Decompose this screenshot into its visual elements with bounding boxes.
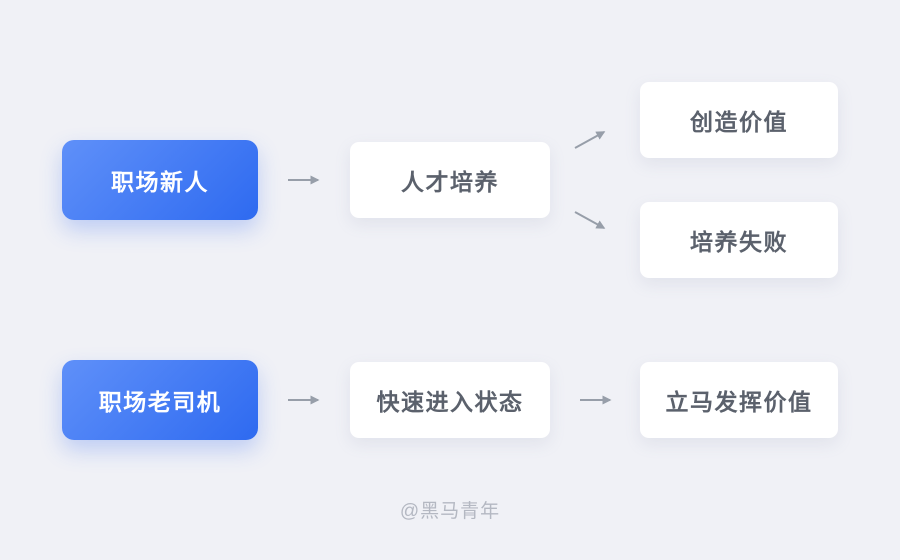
- arrow-cultivation-to-create-value: [574, 131, 606, 149]
- node-talent-cultivation: 人才培养: [350, 142, 550, 218]
- node-workplace-veteran: 职场老司机: [62, 360, 258, 440]
- watermark-text: @黑马青年: [399, 501, 501, 522]
- node-quick-ramp-up: 快速进入状态: [350, 362, 550, 438]
- node-create-value: 创造价值: [640, 82, 838, 158]
- node-workplace-newcomer: 职场新人: [62, 140, 258, 220]
- node-cultivation-failure: 培养失败: [640, 202, 838, 278]
- node-immediate-value: 立马发挥价值: [640, 362, 838, 438]
- arrow-cultivation-to-failure: [574, 211, 606, 229]
